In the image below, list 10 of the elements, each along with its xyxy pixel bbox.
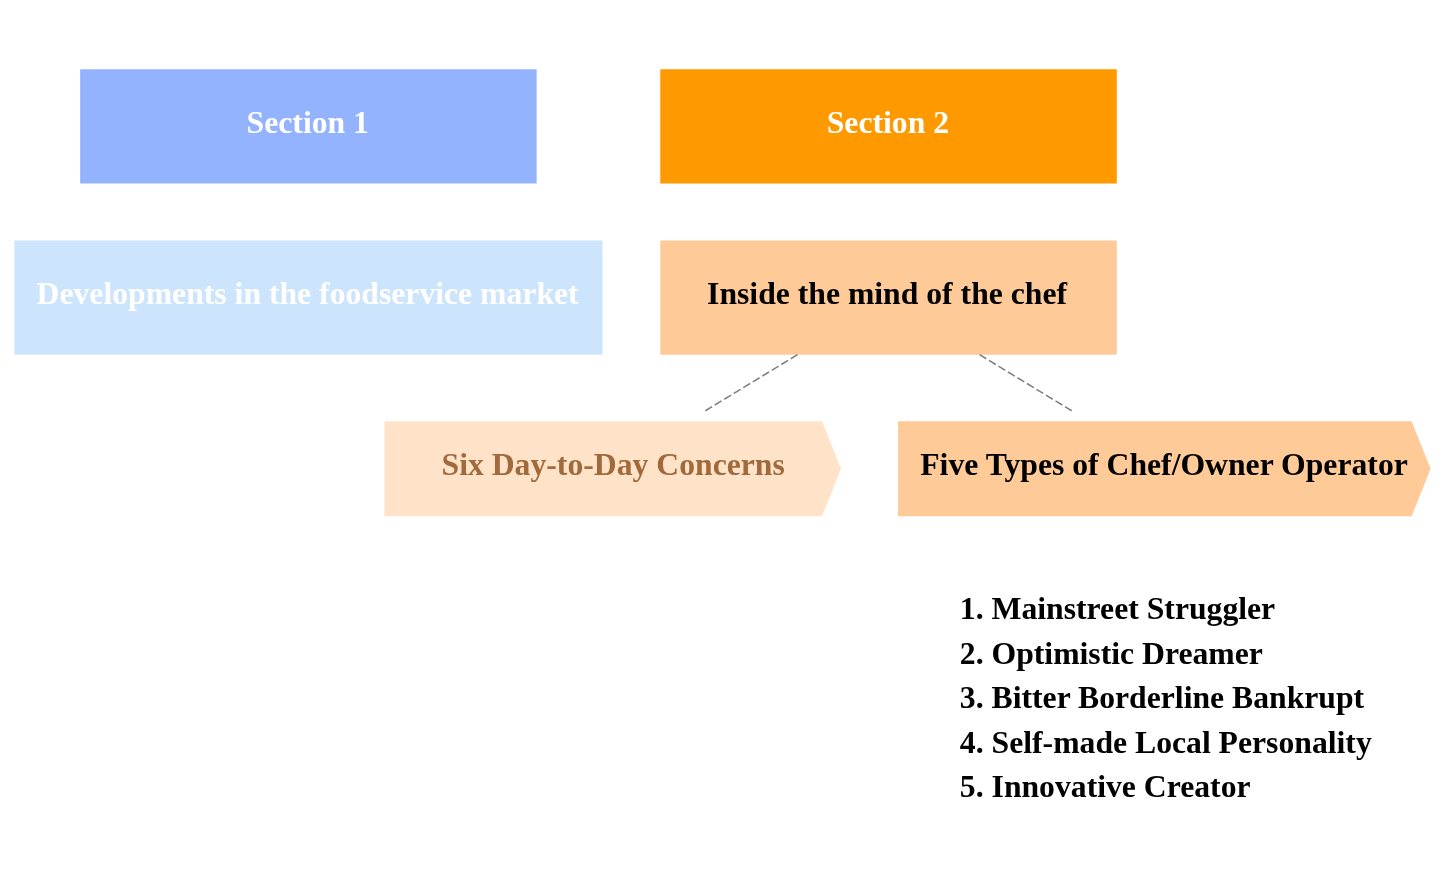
node-label: 2. Optimistic Dreamer	[959, 635, 1263, 671]
node-label: 5. Innovative Creator	[959, 768, 1251, 804]
connector	[978, 353, 1074, 412]
node-box: Section 1	[80, 68, 537, 183]
node-box: Section 2	[660, 68, 1117, 183]
connector	[703, 353, 799, 412]
node-label: 1. Mainstreet Struggler	[959, 590, 1276, 626]
node-label: 4. Self-made Local Personality	[959, 724, 1372, 759]
node-label: 3. Bitter Borderline Bankrupt	[959, 679, 1365, 715]
node-box: Inside the mind of the chef	[660, 240, 1117, 355]
